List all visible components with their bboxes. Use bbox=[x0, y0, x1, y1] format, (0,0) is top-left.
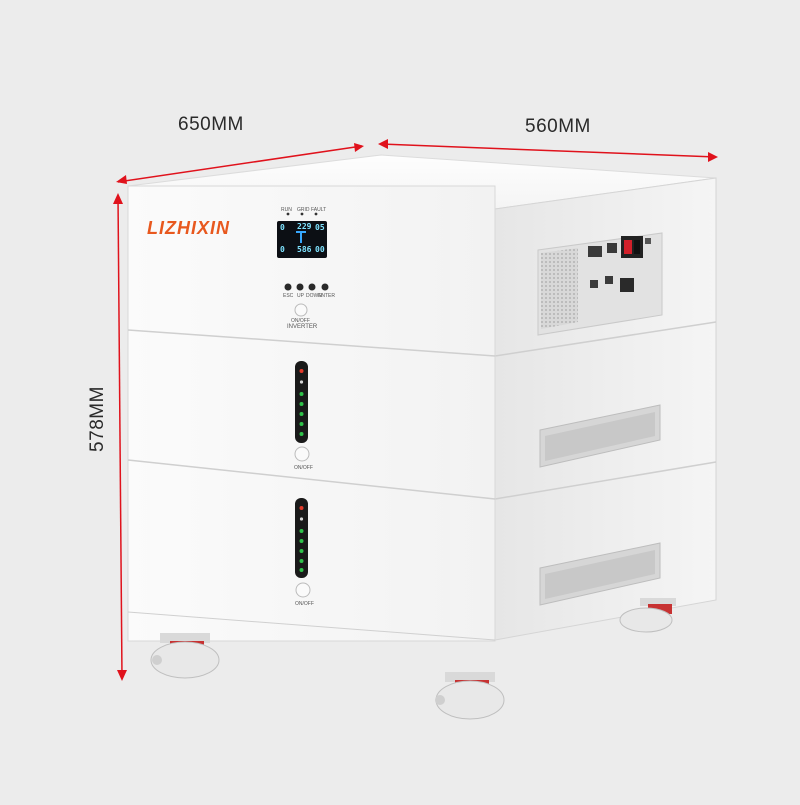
battery-2-power-label: ON/OFF bbox=[295, 601, 314, 607]
down-button[interactable] bbox=[308, 283, 316, 291]
enter-button[interactable] bbox=[321, 283, 329, 291]
caster-back-right bbox=[619, 598, 676, 633]
lcd-right-top: 05 bbox=[315, 223, 325, 232]
caster-front-left bbox=[150, 633, 220, 679]
indicator-label-run: RUN bbox=[281, 207, 292, 213]
inverter-button-row bbox=[284, 283, 329, 317]
button-label-down: DOWN bbox=[306, 293, 322, 299]
dimension-arrows bbox=[113, 139, 718, 681]
battery-module-2 bbox=[295, 498, 311, 598]
brand-logo: LIZHIXIN bbox=[147, 218, 230, 238]
width-dimension-label: 650MM bbox=[178, 114, 244, 135]
battery-1-power-label: ON/OFF bbox=[294, 465, 313, 471]
cabinet-side bbox=[494, 177, 717, 641]
inverter-power-label: ON/OFF bbox=[291, 318, 310, 324]
indicator-label-grid: GRID bbox=[297, 207, 310, 213]
height-dimension-label: 578MM bbox=[87, 386, 108, 452]
battery-1-power-button[interactable] bbox=[294, 446, 310, 462]
button-label-esc: ESC bbox=[283, 293, 294, 299]
cabinet-front bbox=[127, 185, 496, 642]
lcd-value-bottom: 586 bbox=[297, 245, 312, 254]
indicator-label-fault: FAULT bbox=[311, 207, 327, 213]
battery-module-1 bbox=[294, 361, 310, 462]
esc-button[interactable] bbox=[284, 283, 292, 291]
lcd-value-top: 229 bbox=[297, 222, 312, 231]
inverter-display bbox=[277, 212, 327, 258]
inverter-power-button[interactable] bbox=[294, 303, 308, 317]
caster-wheels bbox=[150, 598, 676, 720]
inverter-module-label: INVERTER bbox=[287, 324, 318, 330]
lcd-left-top: 0 bbox=[280, 223, 285, 232]
lcd-left-bottom: 0 bbox=[280, 245, 285, 254]
up-button[interactable] bbox=[296, 283, 304, 291]
caster-front-right bbox=[435, 672, 505, 720]
battery-2-power-button[interactable] bbox=[295, 582, 311, 598]
button-label-up: UP bbox=[297, 293, 304, 299]
button-label-enter: ENTER bbox=[318, 293, 335, 299]
depth-dimension-label: 560MM bbox=[525, 116, 591, 137]
lcd-right-bottom: 00 bbox=[315, 245, 325, 254]
